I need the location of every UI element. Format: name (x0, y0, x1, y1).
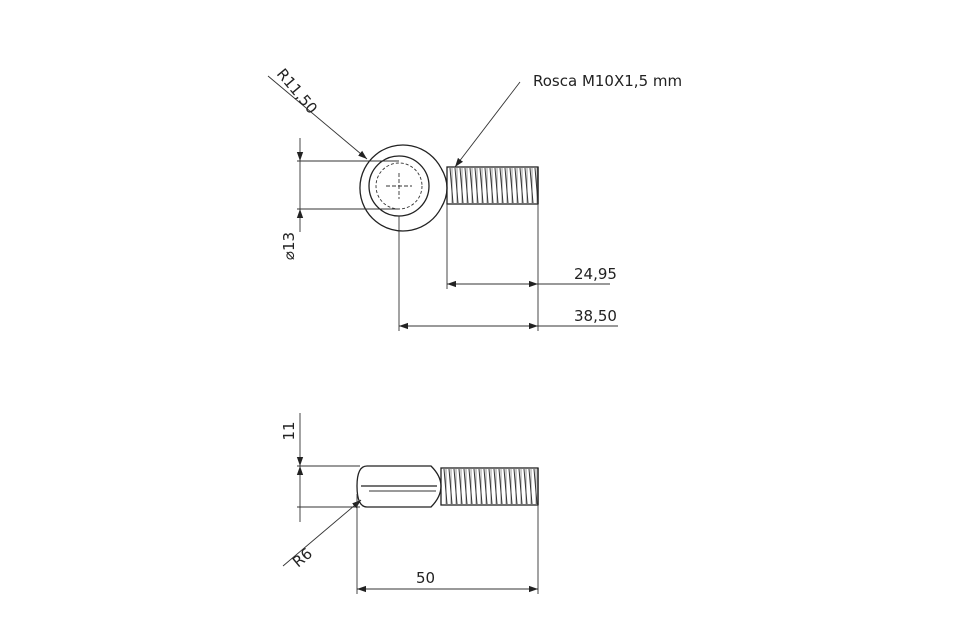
thread-note: Rosca M10X1,5 mm (533, 72, 682, 90)
total-length-label: 38,50 (574, 307, 617, 325)
radius-leader-side: R6 (282, 499, 362, 571)
length-dimension: 50 (356, 494, 539, 594)
eye-ring (359, 144, 448, 232)
diameter-label: ⌀13 (280, 232, 298, 260)
height-label: 11 (280, 421, 298, 440)
total-length-dimension: 38,50 (398, 216, 618, 331)
side-radius-label: R6 (289, 544, 316, 571)
radius-leader: R11,50 (267, 65, 368, 160)
radius-label: R11,50 (273, 65, 321, 117)
eye-profile (356, 465, 442, 508)
threaded-shank-side (440, 467, 539, 506)
side-view: 11 R6 50 (280, 413, 539, 594)
thread-note-leader: Rosca M10X1,5 mm (454, 72, 682, 168)
threaded-shank (446, 166, 539, 205)
thread-lines (449, 167, 539, 204)
thread-length-label: 24,95 (574, 265, 617, 283)
thread-lines-side (443, 468, 538, 505)
length-label: 50 (416, 569, 435, 587)
thread-length-dimension: 24,95 (446, 204, 617, 331)
height-dimension: 11 (280, 413, 360, 522)
top-view: ⌀13 R11,50 Rosca M10X1,5 mm 24,95 38,50 (267, 65, 682, 331)
diameter-dimension: ⌀13 (280, 138, 399, 260)
